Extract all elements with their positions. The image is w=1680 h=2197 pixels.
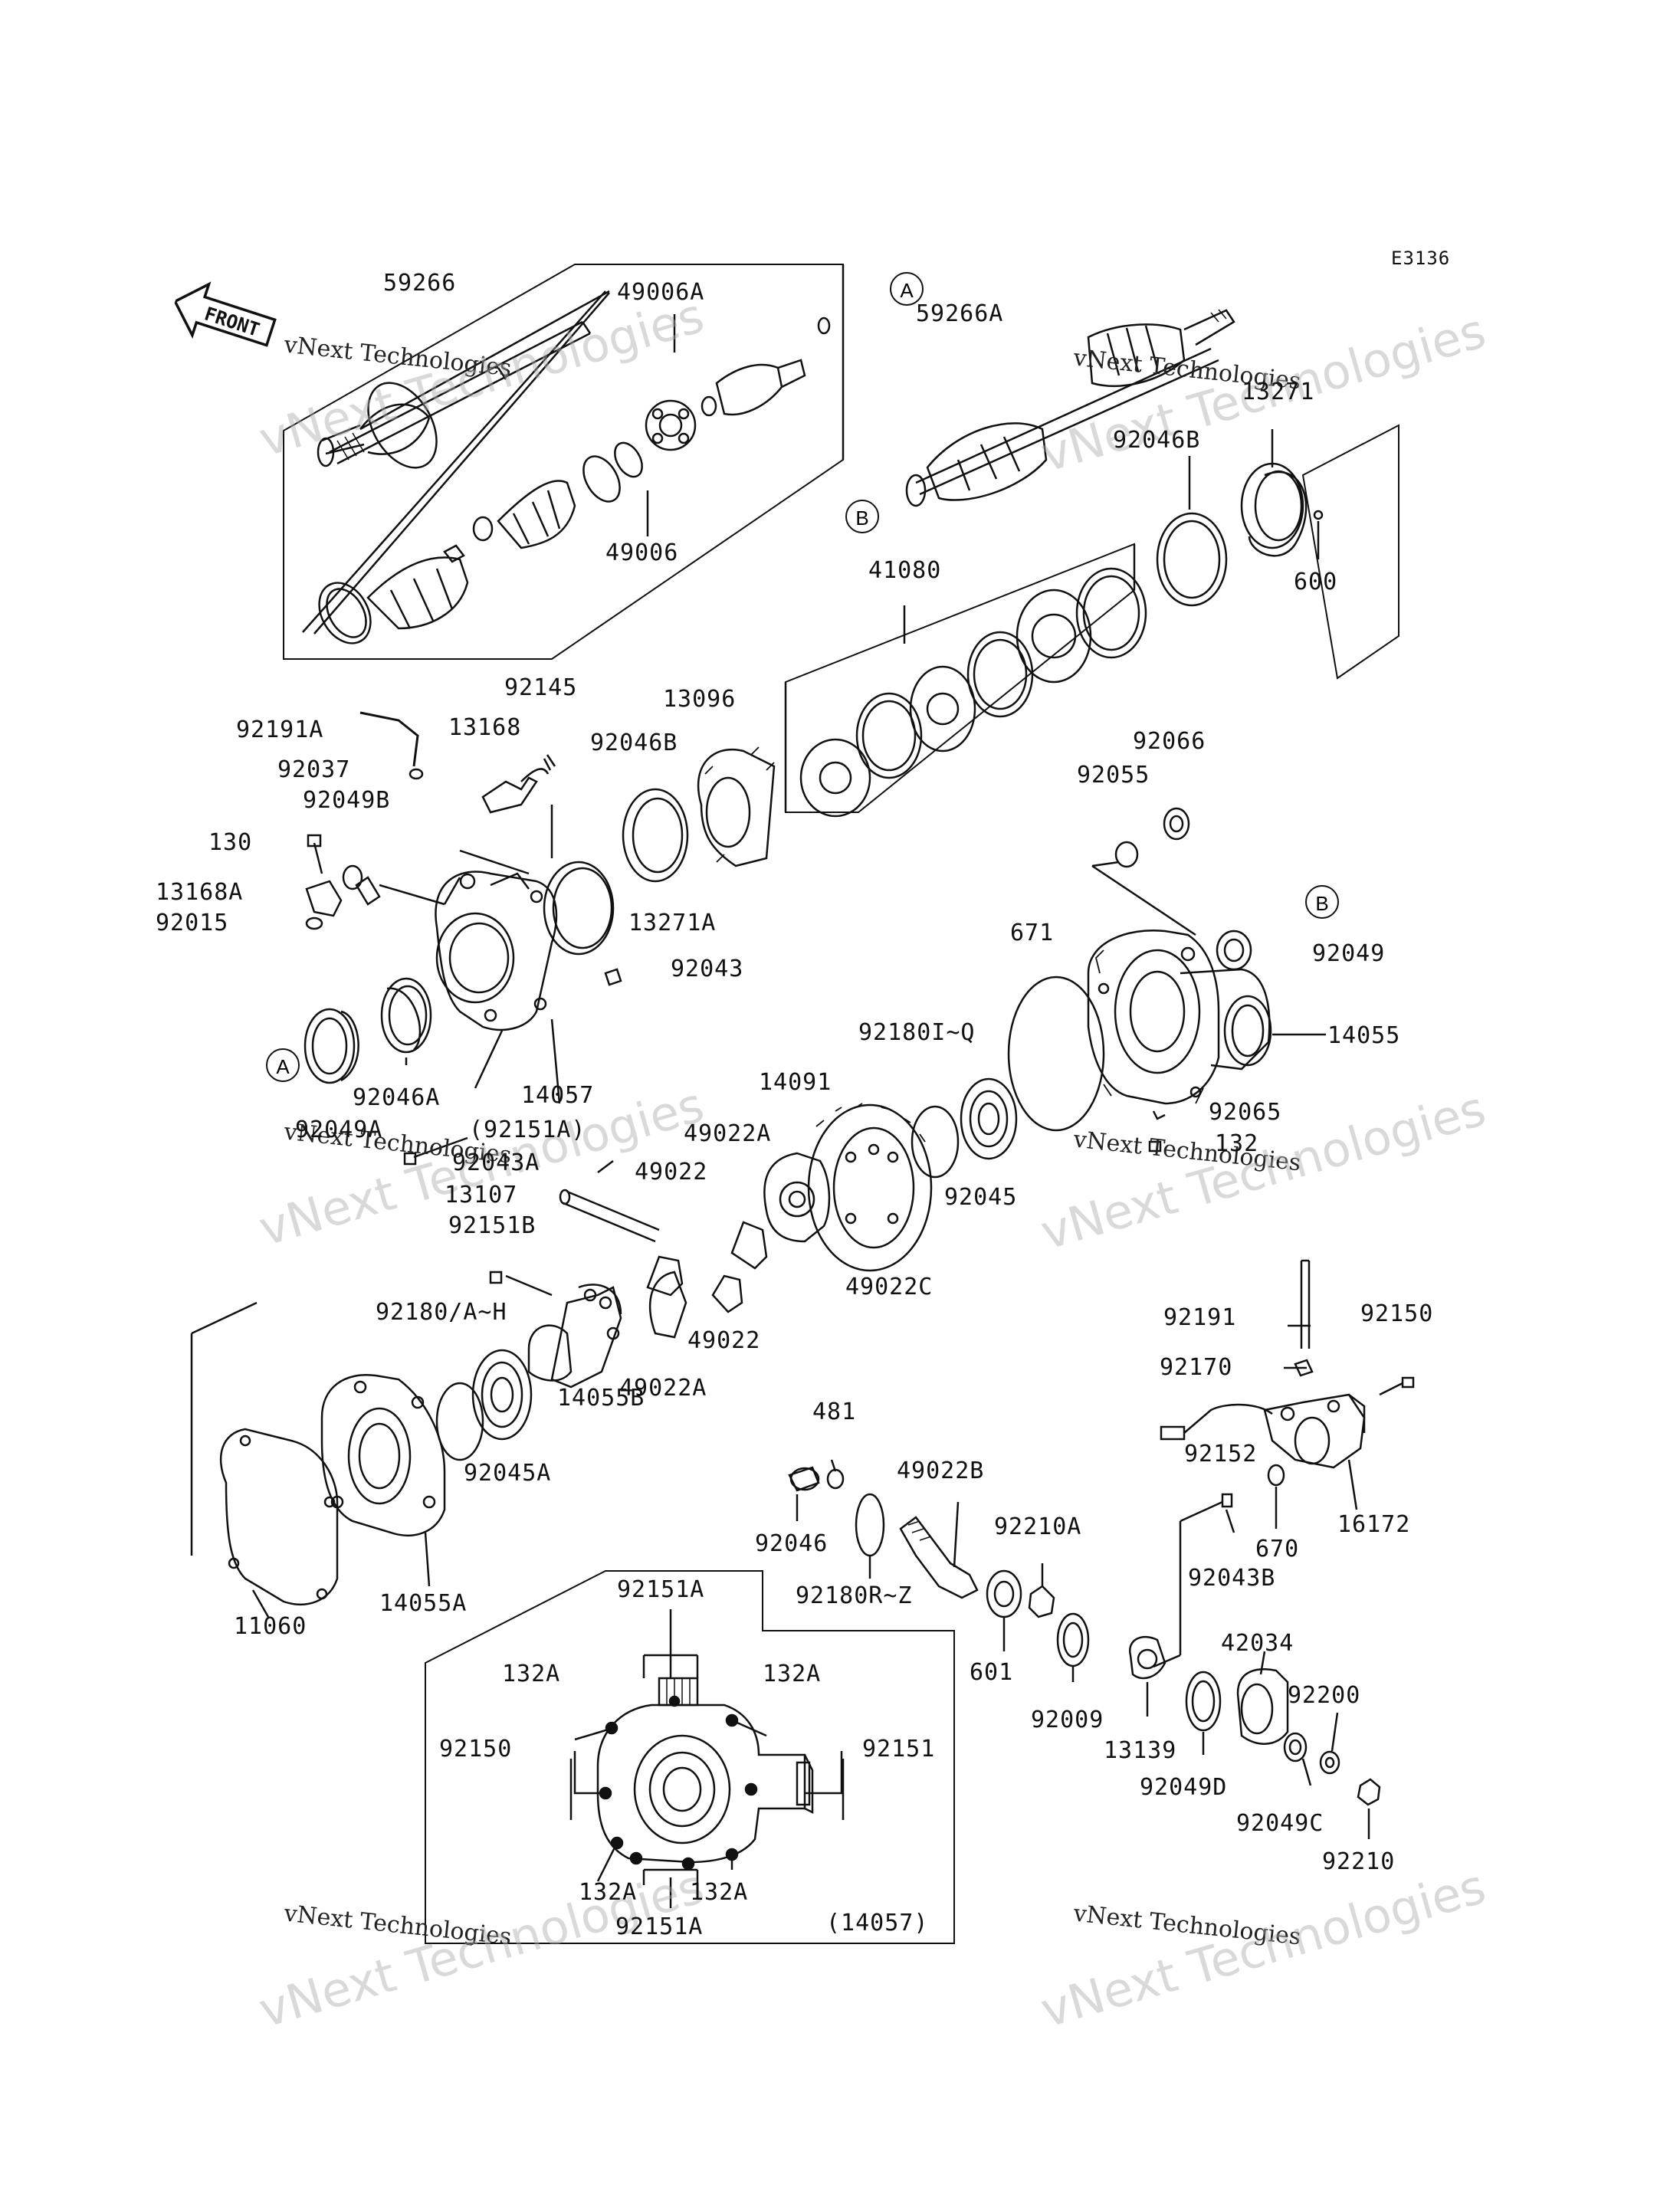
label-92066: 92066 [1133,728,1206,755]
label-92049: 92049 [1312,940,1386,967]
label-13168A: 13168A [156,879,244,906]
diagram-code: E3136 [1391,248,1451,269]
label-14055A: 14055A [379,1590,468,1617]
label-92145: 92145 [504,674,578,701]
boot-kit-49006 [302,290,831,644]
label-92046: 92046 [755,1530,829,1557]
label-13271: 13271 [1242,379,1315,405]
label-92180IQ: 92180I~Q [858,1019,976,1046]
label-49006: 49006 [605,539,679,566]
label-13139: 13139 [1104,1737,1177,1764]
label-14057: 14057 [521,1082,595,1109]
label-49022: 49022 [687,1327,761,1354]
label-49022A: 49022A [619,1375,707,1402]
axle-shaft-59266A [905,309,1235,507]
label-130: 130 [208,829,253,856]
label-13271A: 13271A [628,910,717,936]
label-49022C: 49022C [845,1274,934,1300]
label-601: 601 [970,1659,1014,1686]
label-132: 132 [1215,1130,1259,1157]
label-132A-br: 132A [690,1879,749,1906]
label-92009: 92009 [1031,1707,1104,1733]
label-92152: 92152 [1184,1441,1258,1467]
label-92151A-paren: (92151A) [469,1117,586,1143]
label-481: 481 [812,1399,857,1425]
label-92045A: 92045A [464,1460,552,1487]
label-92170: 92170 [1160,1354,1233,1381]
label-92049C: 92049C [1236,1810,1324,1837]
label-49006A: 49006A [617,279,705,306]
label-92151B: 92151B [448,1212,536,1239]
label-92049A: 92049A [295,1117,383,1143]
label-92191A: 92191A [236,716,324,743]
label-92150: 92150 [1360,1300,1434,1327]
label-92200: 92200 [1288,1682,1361,1709]
label-671: 671 [1010,920,1055,946]
label-132A-bl: 132A [579,1879,638,1906]
label-92151A-top: 92151A [617,1576,705,1603]
label-14057-paren: (14057) [826,1910,929,1936]
axle-shaft-59266 [283,264,845,660]
label-92049D: 92049D [1140,1774,1228,1801]
label-49022: 49022 [635,1159,708,1185]
label-59266: 59266 [383,270,457,297]
label-600: 600 [1294,569,1338,595]
clutch-pack-41080 [784,543,1147,818]
label-13096: 13096 [663,686,737,713]
label-59266A: 59266A [916,300,1004,327]
callout-b: B [845,500,879,533]
label-92180AH: 92180/A~H [376,1299,507,1326]
callout-b: B [1305,885,1339,919]
differential-assembly [403,1077,1018,1461]
label-92037: 92037 [277,756,351,783]
front-direction-icon: FRONT [173,281,277,347]
label-92055: 92055 [1077,762,1150,789]
label-14091: 14091 [759,1069,832,1096]
callout-a: A [266,1048,300,1082]
label-92180RZ: 92180R~Z [796,1582,913,1609]
label-132A-tl: 132A [502,1661,561,1687]
label-92045: 92045 [944,1184,1018,1211]
label-16172: 16172 [1337,1511,1411,1538]
label-92049B: 92049B [303,787,391,814]
group-frame-49006 [283,264,844,660]
label-670: 670 [1255,1536,1300,1562]
label-92065: 92065 [1209,1099,1282,1126]
label-42034: 42034 [1221,1630,1294,1657]
label-13168: 13168 [448,714,522,741]
label-92046A: 92046A [353,1084,441,1111]
label-49022A-top: 49022A [684,1120,772,1147]
label-92043: 92043 [671,956,744,982]
inset-housing-bolts [425,1570,955,1944]
cover-14055A [190,1301,446,1618]
callout-a: A [890,272,924,306]
label-13107: 13107 [445,1182,518,1208]
actuator-16172 [1128,1259,1415,1839]
label-92210: 92210 [1322,1848,1396,1875]
label-92043A: 92043A [452,1149,540,1176]
label-14055B: 14055B [557,1385,645,1412]
label-49022B: 49022B [897,1458,985,1484]
label-92046B-top: 92046B [1113,427,1201,454]
label-92151-inset: 92151 [862,1736,936,1763]
label-92015: 92015 [156,910,229,936]
label-41080: 41080 [868,557,942,584]
label-11060: 11060 [234,1613,307,1640]
label-92043B: 92043B [1188,1565,1276,1592]
pinion-assembly [788,1459,1090,1682]
label-92150-inset: 92150 [439,1736,513,1763]
housing-14057 [304,711,776,1104]
label-92151A-bottom: 92151A [615,1913,704,1940]
bearing-ring-92046B-top [1156,424,1399,680]
label-92210A: 92210A [994,1513,1082,1540]
label-92191: 92191 [1163,1304,1237,1331]
label-92046B: 92046B [590,730,678,756]
housing-14055 [1007,807,1326,1153]
label-14055: 14055 [1327,1022,1401,1049]
label-132A-tr: 132A [763,1661,822,1687]
